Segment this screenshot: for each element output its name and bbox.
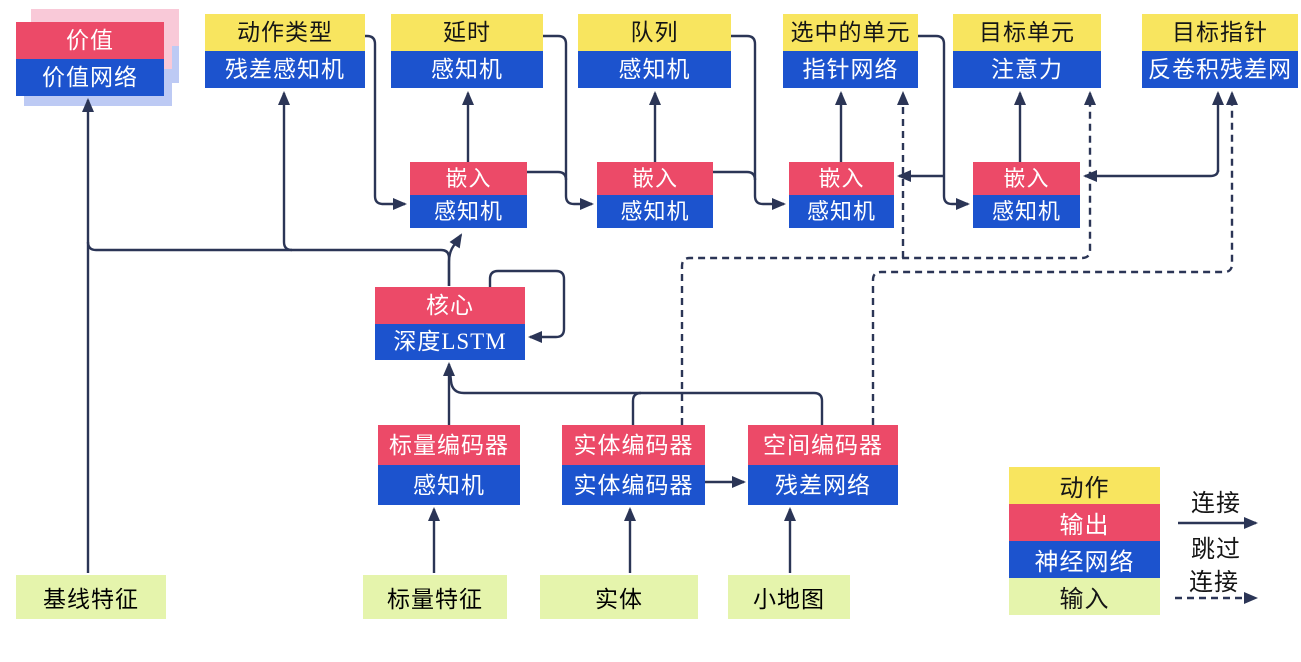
target-unit-network-label: 注意力 — [953, 51, 1101, 88]
edge-bus-to-action-type — [278, 91, 293, 252]
embedding-2-label: 嵌入 — [597, 162, 713, 195]
core: 核心 深度LSTM — [375, 287, 525, 360]
entity-encoder: 实体编码器 实体编码器 — [562, 425, 705, 505]
entity-encoder-network-label: 实体编码器 — [562, 465, 705, 505]
legend-skip-label-line1: 跳过 — [1191, 537, 1241, 563]
spatial-encoder-label: 空间编码器 — [748, 425, 898, 465]
queue-network-label: 感知机 — [578, 51, 731, 88]
embedding-1-network-label: 感知机 — [410, 195, 527, 228]
core-label: 核心 — [375, 287, 525, 324]
input-baseline-features: 基线特征 — [16, 575, 166, 619]
legend-skip-label-line2: 连接 — [1189, 570, 1239, 596]
skip-spatial-to-target-point — [871, 91, 1238, 425]
delay-action-label: 延时 — [391, 14, 543, 51]
core-network-label: 深度LSTM — [375, 323, 525, 360]
scalar-encoder: 标量编码器 感知机 — [378, 425, 520, 505]
target-unit-action-label: 目标单元 — [953, 14, 1101, 51]
legend-action: 动作 — [1009, 467, 1160, 504]
embedding-1-label: 嵌入 — [410, 162, 527, 195]
embedding-4-label: 嵌入 — [973, 162, 1080, 195]
target-point-action-label: 目标指针 — [1142, 14, 1298, 51]
embedding-3-label: 嵌入 — [789, 162, 894, 195]
selected-units-network-label: 指针网络 — [783, 51, 918, 88]
input-scalar-features: 标量特征 — [363, 575, 507, 619]
input-entities: 实体 — [540, 575, 698, 619]
edge-spatial-encoder-to-core-bus — [448, 371, 824, 425]
edge-core-to-left-bus — [86, 241, 451, 286]
input-minimap: 小地图 — [728, 575, 850, 619]
selected-units-action-label: 选中的单元 — [783, 14, 918, 51]
skip-entity-to-target-unit — [680, 91, 1096, 425]
target-unit-head: 目标单元 注意力 — [953, 14, 1101, 88]
action-type-action-label: 动作类型 — [205, 14, 365, 51]
queue-action-label: 队列 — [578, 14, 731, 51]
selected-units-head: 选中的单元 指针网络 — [783, 14, 918, 88]
legend-neural-network: 神经网络 — [1009, 541, 1160, 578]
edge-core-to-embedding-1 — [447, 233, 463, 286]
value-head-output-label: 价值 — [16, 22, 164, 59]
scalar-encoder-label: 标量编码器 — [378, 425, 520, 465]
spatial-encoder: 空间编码器 残差网络 — [748, 425, 898, 505]
legend-color-key: 动作 输出 神经网络 输入 — [1009, 467, 1160, 615]
legend-output: 输出 — [1009, 504, 1160, 541]
value-head: 价值 价值网络 — [16, 9, 179, 106]
target-point-head: 目标指针 反卷积残差网 — [1142, 14, 1298, 88]
legend-connection-label: 连接 — [1191, 491, 1241, 517]
entity-encoder-label: 实体编码器 — [562, 425, 705, 465]
edge-branch-to-embedding-4 — [1083, 169, 1220, 182]
embedding-4: 嵌入 感知机 — [973, 162, 1080, 228]
scalar-encoder-network-label: 感知机 — [378, 465, 520, 505]
embedding-4-network-label: 感知机 — [973, 195, 1080, 228]
edge-queue-to-embedding-3 — [731, 34, 786, 210]
delay-network-label: 感知机 — [391, 51, 543, 88]
embedding-2-network-label: 感知机 — [597, 195, 713, 228]
action-type-network-label: 残差感知机 — [205, 51, 365, 88]
edge-entity-encoder-to-core-bus — [631, 391, 642, 425]
value-head-network-label: 价值网络 — [16, 59, 164, 96]
embedding-3: 嵌入 感知机 — [789, 162, 894, 228]
target-point-network-label: 反卷积残差网 — [1142, 51, 1298, 88]
delay-head: 延时 感知机 — [391, 14, 543, 88]
queue-head: 队列 感知机 — [578, 14, 731, 88]
embedding-3-network-label: 感知机 — [789, 195, 894, 228]
action-type-head: 动作类型 残差感知机 — [205, 14, 365, 88]
legend-input: 输入 — [1009, 578, 1160, 615]
edge-embedding-1-out — [527, 170, 568, 181]
edge-embedding-2-out — [713, 170, 757, 181]
embedding-1: 嵌入 感知机 — [410, 162, 527, 228]
spatial-encoder-network-label: 残差网络 — [748, 465, 898, 505]
embedding-2: 嵌入 感知机 — [597, 162, 713, 228]
